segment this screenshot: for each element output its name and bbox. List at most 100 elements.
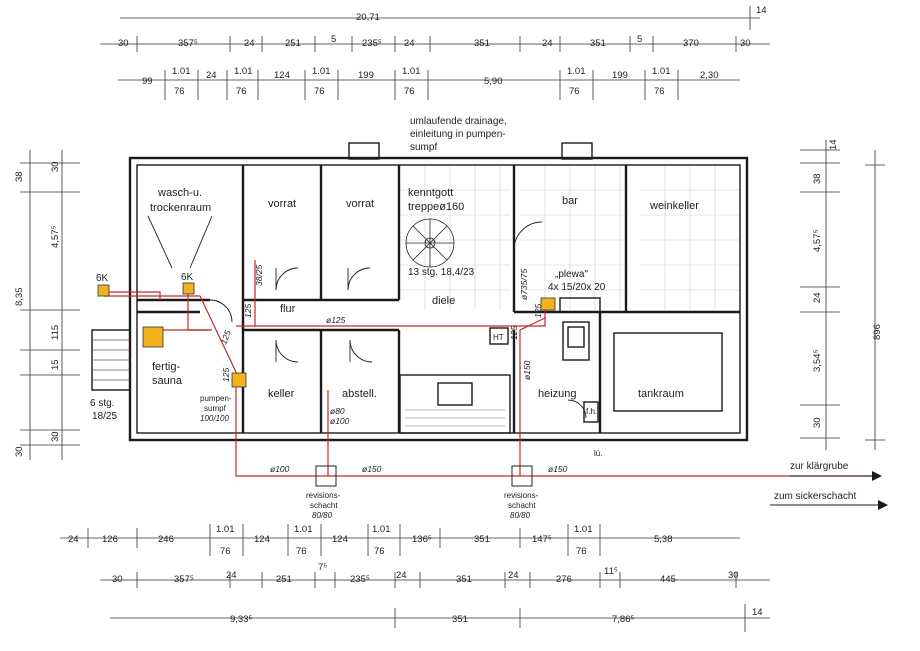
dim-l-3: 115 — [50, 325, 61, 340]
dim-t2-1: 357⁵ — [178, 38, 198, 49]
pipe-label-125-diag: 125 — [218, 329, 232, 346]
dim-t3-o-0: 99 — [142, 76, 153, 87]
dim-l-4: 15 — [50, 359, 61, 370]
note-sickerschacht: zum sickerschacht — [774, 491, 856, 502]
dim-r-0: 14 — [828, 139, 839, 150]
dim-t2-5: 235⁵ — [362, 38, 382, 49]
room-heizung: heizung — [538, 388, 577, 400]
pipe-label-150-v: ø150 — [522, 360, 532, 380]
dim-t3-o-1: 24 — [206, 70, 217, 81]
dim-t3-o-5: 199 — [612, 70, 628, 81]
dim-t3-bot-3: 76 — [404, 86, 415, 97]
dim-t3-o-3: 199 — [358, 70, 374, 81]
dim-t3-bot-4: 76 — [569, 86, 580, 97]
dim-t2-2: 24 — [244, 38, 255, 49]
dim-b1-o-1: 126 — [102, 534, 118, 545]
dim-b3-3: 14 — [752, 607, 763, 618]
dim-b2-6: 24 — [396, 570, 407, 581]
dim-b2-11: 445 — [660, 574, 676, 585]
note-rev1-1: revisions- — [306, 491, 341, 500]
dim-t3-bot-0: 76 — [174, 86, 185, 97]
dim-b2-5: 235⁵ — [350, 574, 370, 585]
pipe-label-150-b: ø150 — [548, 464, 568, 474]
dim-t2-7: 351 — [474, 38, 490, 49]
pipe-label-735: ø735/75 — [519, 269, 529, 300]
note-rev1-2: schacht — [310, 501, 338, 510]
dim-b3-2: 7,86⁵ — [612, 614, 634, 625]
dim-t3-bot-5: 76 — [654, 86, 665, 97]
dim-t3-top-0: 1.01 — [172, 66, 191, 77]
dim-r-3: 24 — [812, 292, 823, 303]
dim-t2-8: 24 — [542, 38, 553, 49]
note-drainage-1: umlaufende drainage, — [410, 116, 507, 127]
pipe-label-150-a: ø150 — [362, 464, 382, 474]
dim-t3-bot-2: 76 — [314, 86, 325, 97]
note-rev2-3: 80/80 — [510, 511, 531, 520]
dim-t2-9: 351 — [590, 38, 606, 49]
note-rev2-1: revisions- — [504, 491, 539, 500]
pipe-label-125-v1: 125 — [243, 304, 253, 318]
spiral-stair — [405, 218, 455, 268]
dim-b2-4: 7⁵ — [318, 562, 327, 573]
dim-b1-top-2: 1.01 — [372, 524, 391, 535]
right-dimensions: 14 38 4,57⁵ 24 3,54⁵ 30 896 — [800, 139, 885, 450]
dim-b1-o-4: 124 — [332, 534, 348, 545]
note-fh: f.h. — [586, 407, 597, 416]
dim-t2-11: 370 — [683, 38, 699, 49]
drain-pipes — [104, 260, 888, 510]
dim-b3-0: 9,33⁵ — [230, 614, 252, 625]
dim-b1-top-0: 1.01 — [216, 524, 235, 535]
dim-t2-12: 30 — [740, 38, 751, 49]
dim-b1-o-5: 136⁵ — [412, 534, 432, 545]
room-abstell: abstell. — [342, 388, 377, 400]
room-wasch-1: wasch-u. — [157, 187, 202, 199]
dim-b2-7: 351 — [456, 574, 472, 585]
room-kenntgott-1: kenntgott — [408, 187, 453, 199]
dim-t3-top-2: 1.01 — [312, 66, 331, 77]
pipe-label-100-b: ø100 — [270, 464, 290, 474]
room-wasch-2: trockenraum — [150, 202, 211, 214]
note-drainage-3: sumpf — [410, 142, 437, 153]
note-pump-3: 100/100 — [200, 414, 229, 423]
top-dimensions: 20,71 14 30 357⁵ 24 251 5 235⁵ 24 351 24… — [100, 5, 770, 100]
bottom-dimensions: 1.01 1.01 1.01 1.01 76 76 76 76 24 126 2… — [60, 524, 770, 632]
dim-t2-4: 5 — [331, 34, 336, 45]
room-sauna-1: fertig- — [152, 361, 180, 373]
dim-t2-0: 30 — [118, 38, 129, 49]
dim-t3-o-4: 5,90 — [484, 76, 503, 87]
walls — [91, 142, 749, 442]
room-weinkeller: weinkeller — [649, 200, 699, 212]
dim-r-1: 38 — [812, 173, 823, 184]
dim-b1-o-0: 24 — [68, 534, 79, 545]
room-labels: wasch-u. trockenraum vorrat vorrat kennt… — [150, 187, 699, 400]
pump-markers — [97, 282, 556, 388]
dim-b1-bot-2: 76 — [374, 546, 385, 557]
pipe-label-3825: 38/25 — [254, 264, 264, 286]
dim-b2-12: 30 — [728, 570, 739, 581]
dim-b2-8: 24 — [508, 570, 519, 581]
dim-b1-o-7: 147⁵ — [532, 534, 552, 545]
plan-notes: umlaufende drainage, einleitung in pumpe… — [90, 116, 856, 502]
dim-l-0: 38 — [14, 171, 25, 182]
dim-b2-9: 276 — [556, 574, 572, 585]
pipe-label-125-v4: 125 — [533, 304, 543, 318]
note-pump-1: pumpen- — [200, 394, 232, 403]
dim-b1-o-3: 124 — [254, 534, 270, 545]
dim-top-total: 20,71 — [356, 12, 380, 23]
revision-shafts — [315, 465, 533, 487]
note-stair-spiral: 13 stg. 18,4/23 — [408, 267, 475, 278]
dim-t2-10: 5 — [637, 34, 642, 45]
room-bar: bar — [562, 195, 578, 207]
dim-r-5: 30 — [812, 417, 823, 428]
dim-l-1: 4,57⁵ — [50, 226, 61, 248]
note-pump-2: sumpf — [204, 404, 227, 413]
dim-t3-top-3: 1.01 — [402, 66, 421, 77]
note-6k-right: 6K — [181, 272, 194, 283]
dim-b1-top-3: 1.01 — [574, 524, 593, 535]
dim-b1-o-6: 351 — [474, 534, 490, 545]
pipe-labels: ø125 125 125 125 125 38/25 ø735/75 ø150 … — [218, 264, 567, 474]
note-rev2-2: schacht — [508, 501, 536, 510]
dim-b2-3: 251 — [276, 574, 292, 585]
dim-b2-2: 24 — [226, 570, 237, 581]
